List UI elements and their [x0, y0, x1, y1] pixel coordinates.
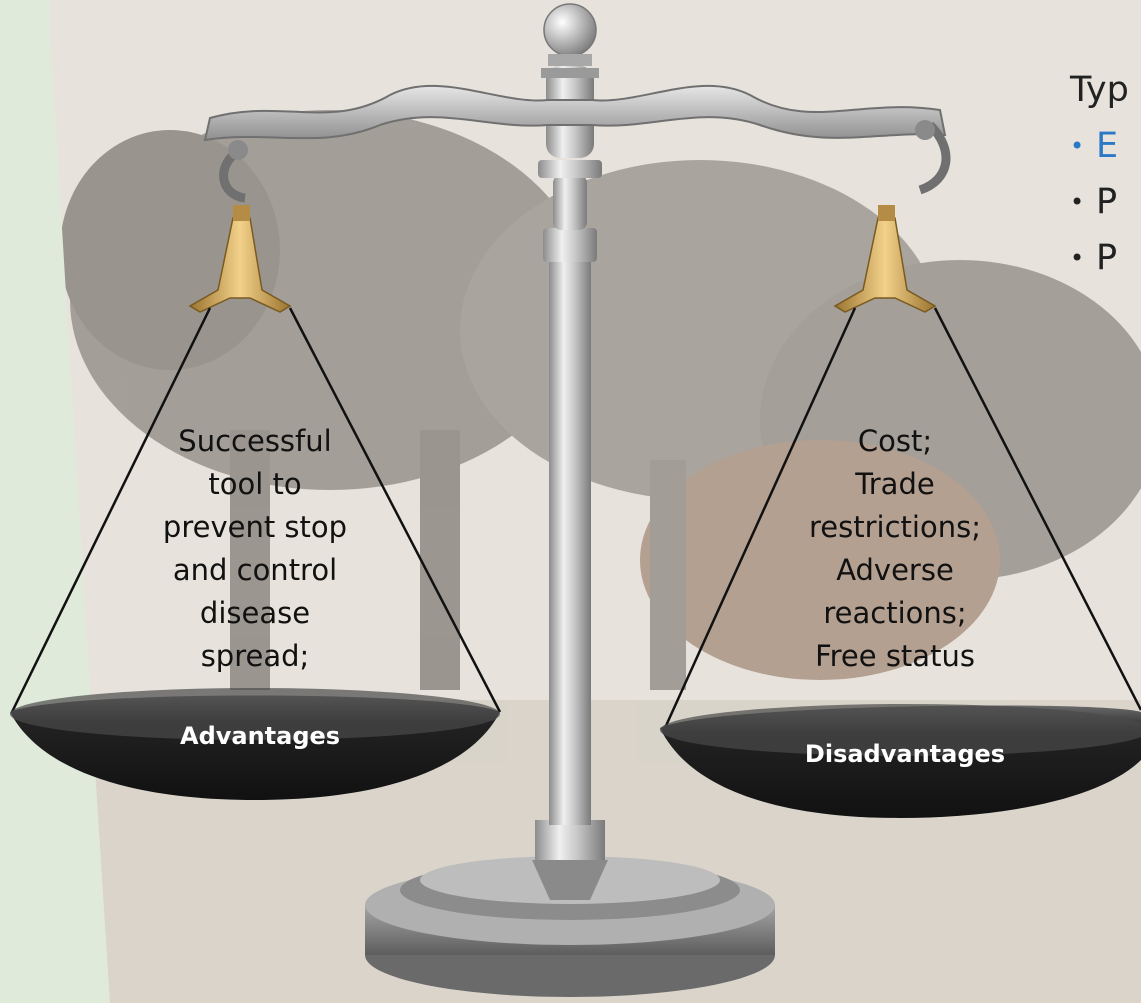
disadvantages-label: Disadvantages [804, 740, 1006, 768]
disadvantages-line: reactions; [823, 596, 967, 630]
bullet-icon: • [1070, 132, 1085, 160]
disadvantages-line: restrictions; [809, 510, 981, 544]
types-item: • E [1070, 118, 1129, 174]
types-item: • P [1070, 174, 1129, 230]
advantages-line: spread; [200, 639, 310, 673]
advantages-line: disease [199, 596, 311, 630]
advantages-line: Successful [178, 424, 332, 458]
disadvantages-line: Adverse [836, 553, 954, 587]
disadvantages-line: Cost; [857, 424, 933, 458]
types-item: • P [1070, 230, 1129, 286]
advantages-line: prevent stop [162, 510, 348, 544]
advantages-line: tool to [208, 467, 302, 501]
types-title: Typ [1070, 70, 1129, 110]
types-list: Typ • E • P • P [1070, 70, 1129, 286]
bullet-icon: • [1070, 188, 1085, 216]
types-item-text: P [1096, 182, 1118, 222]
types-item-text: P [1096, 238, 1118, 278]
disadvantages-line: Free status [815, 639, 975, 673]
advantages-line: and control [172, 553, 338, 587]
disadvantages-text: Cost; Trade restrictions; Adverse reacti… [770, 420, 1020, 678]
types-item-text: E [1096, 126, 1119, 166]
disadvantages-line: Trade [855, 467, 935, 501]
advantages-label: Advantages [180, 722, 341, 750]
advantages-text: Successful tool to prevent stop and cont… [130, 420, 380, 678]
bullet-icon: • [1070, 244, 1085, 272]
